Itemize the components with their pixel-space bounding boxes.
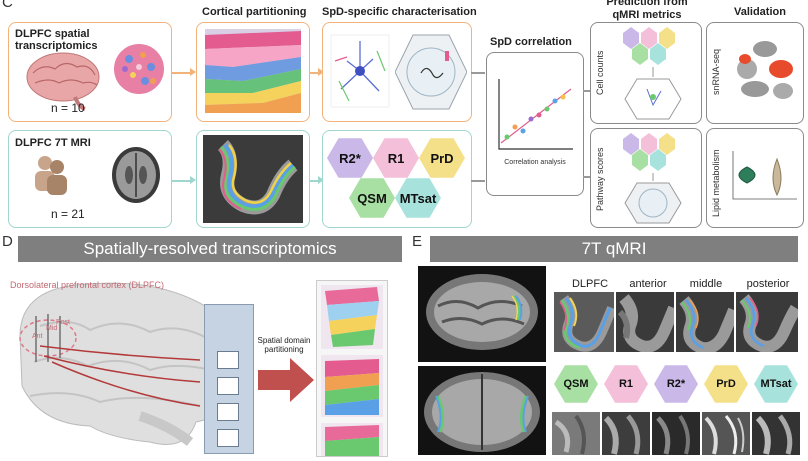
cell-counts-box: Cell counts xyxy=(590,22,702,124)
section-d-banner: Spatially-resolved transcriptomics xyxy=(18,236,402,262)
partition-tissue-box xyxy=(196,22,310,122)
arrow-partition-mri-to-hex xyxy=(309,180,321,182)
pathway-scores-box: Pathway scores xyxy=(590,128,702,228)
spd-correlation-title: SpD correlation xyxy=(490,36,572,48)
people-icon xyxy=(35,156,67,195)
sagittal-mri xyxy=(418,266,546,362)
correlation-scatter xyxy=(498,79,573,150)
arrow-head xyxy=(318,68,324,76)
arrow-to-prediction xyxy=(583,176,591,178)
spatial-partitioning-label: Spatial domain partitioning xyxy=(257,336,311,354)
qmri-map-r2star xyxy=(652,412,700,455)
dlpfc-label: Dorsolateral prefrontal cortex (DLPFC) xyxy=(10,280,165,290)
arrow-to-prediction xyxy=(583,90,591,92)
brain-illustration xyxy=(19,282,241,446)
label-post: Post xyxy=(56,319,71,326)
col-label-middle: middle xyxy=(689,278,723,290)
umap-plot xyxy=(737,41,793,99)
validation-title: Validation xyxy=(734,6,786,18)
hex-prd: PrD xyxy=(419,138,465,178)
mri-partition-image xyxy=(203,135,303,223)
lipid-metabolism-label: Lipid metabolism xyxy=(711,149,721,217)
arrow-to-correlation xyxy=(471,180,485,182)
correlation-box: Correlation analysis xyxy=(486,52,584,196)
label-mid: Mid xyxy=(46,325,58,332)
arrow-head xyxy=(190,176,196,184)
axial-brain-icon xyxy=(112,147,160,203)
snrna-seq-label: snRNA-seq xyxy=(711,48,721,95)
tissue-section-image xyxy=(205,29,301,113)
dlpfc-spatial-title: DLPFC spatial transcriptomics xyxy=(15,28,98,52)
arrow-head xyxy=(190,68,196,76)
pathway-scores-label: Pathway scores xyxy=(595,147,605,211)
dlpfc-mri-n: n = 21 xyxy=(51,207,85,221)
slide-slot xyxy=(217,403,239,421)
mri-thumb-middle xyxy=(676,292,734,352)
panel-letter-e: E xyxy=(412,233,423,250)
arrow-mri-to-partition xyxy=(171,180,193,182)
arrow-spatial-to-partition xyxy=(171,72,193,74)
brain-icon xyxy=(26,52,100,111)
correlation-analysis-label: Correlation analysis xyxy=(504,159,566,166)
qmri-map-prd xyxy=(702,412,750,455)
section-e-banner: 7T qMRI xyxy=(430,236,798,262)
cell-hexagon-illustration xyxy=(395,34,467,110)
pathway-scores-illustration xyxy=(623,133,682,224)
hex-e-qsm: QSM xyxy=(554,365,598,403)
violin-plot xyxy=(732,151,797,200)
spd-characterisation-title: SpD-specific characterisation xyxy=(322,6,477,18)
hex-r1: R1 xyxy=(373,138,419,178)
mri-thumb-posterior xyxy=(736,292,798,352)
spot-array-icon xyxy=(114,44,164,94)
arrow-partition-to-characterisation xyxy=(309,72,321,74)
big-red-arrow xyxy=(258,358,314,402)
hex-qsm: QSM xyxy=(349,178,395,218)
dlpfc-spatial-box: DLPFC spatial transcriptomics n = 10 xyxy=(8,22,172,122)
dlpfc-mri-box: DLPFC 7T MRI n = 21 xyxy=(8,130,172,228)
neuron-illustration xyxy=(330,34,390,108)
panel-letter-d: D xyxy=(2,233,13,250)
arrow-head xyxy=(318,176,324,184)
cortical-partitioning-title: Cortical partitioning xyxy=(202,6,307,18)
spd-characterisation-box xyxy=(322,22,472,122)
qmri-hexagon-box: R2* R1 PrD QSM MTsat xyxy=(322,130,472,228)
slide-slot xyxy=(217,351,239,369)
tissue-sections-column xyxy=(316,280,388,457)
qmri-map-r1 xyxy=(602,412,650,455)
hex-r2star: R2* xyxy=(327,138,373,178)
panel-letter-c: C xyxy=(2,0,13,11)
hex-e-mtsat: MTsat xyxy=(754,365,798,403)
lipid-box: Lipid metabolism xyxy=(706,128,804,228)
arrow-to-correlation xyxy=(471,72,485,74)
mri-thumb-dlpfc xyxy=(554,292,614,352)
col-label-posterior: posterior xyxy=(746,278,790,290)
hex-e-r2star: R2* xyxy=(654,365,698,403)
dlpfc-mri-title: DLPFC 7T MRI xyxy=(15,137,91,149)
slide-slot xyxy=(217,377,239,395)
cell-counts-illustration xyxy=(623,27,682,120)
qmri-map-qsm xyxy=(552,412,600,455)
slide-slot xyxy=(217,429,239,447)
prediction-title: Prediction from qMRI metrics xyxy=(606,0,688,21)
cell-counts-label: Cell counts xyxy=(595,50,605,95)
hex-e-prd: PrD xyxy=(704,365,748,403)
qmri-map-mtsat xyxy=(752,412,800,455)
label-ant: Ant xyxy=(32,333,43,340)
hex-mtsat: MTsat xyxy=(395,178,441,218)
col-label-dlpfc: DLPFC xyxy=(571,278,609,290)
dlpfc-spatial-n: n = 10 xyxy=(51,101,85,115)
snrna-box: snRNA-seq xyxy=(706,22,804,124)
slide-rack xyxy=(204,304,254,454)
hex-e-r1: R1 xyxy=(604,365,648,403)
partition-mri-box xyxy=(196,130,310,228)
coronal-mri xyxy=(418,366,546,455)
mri-thumb-anterior xyxy=(616,292,674,352)
col-label-anterior: anterior xyxy=(629,278,667,290)
